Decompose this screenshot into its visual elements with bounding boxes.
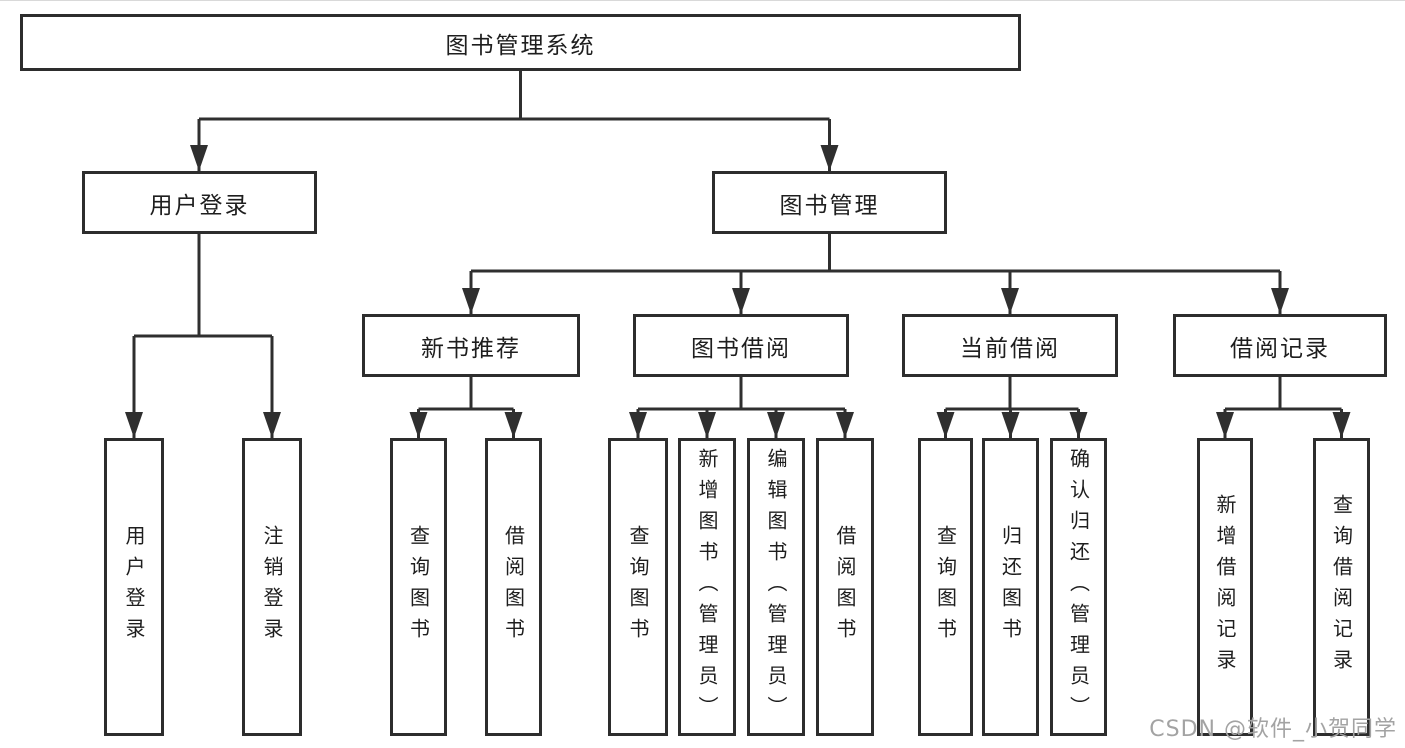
node-current-borrowing: 当前借阅	[902, 314, 1118, 377]
edges-current-borrow-children	[936, 377, 1088, 438]
leaf-logout: 注销登录	[242, 438, 302, 736]
node-current-borrowing-label: 当前借阅	[960, 335, 1060, 362]
leaf-add-book-admin-label: 新增图书（管理员）	[695, 447, 719, 727]
leaf-borrow-books-2: 借阅图书	[816, 438, 874, 736]
node-root: 图书管理系统	[20, 14, 1021, 71]
leaf-query-books-1: 查询图书	[390, 438, 447, 736]
leaf-return-books-label: 归还图书	[998, 525, 1023, 649]
leaf-query-books-1-label: 查询图书	[406, 525, 431, 649]
leaf-edit-book-admin: 编辑图书（管理员）	[747, 438, 805, 736]
edges-borrow-records-children	[1216, 377, 1351, 438]
node-root-label: 图书管理系统	[445, 32, 596, 59]
node-new-book-recommend-label: 新书推荐	[421, 335, 521, 362]
edges-user-login-children	[125, 234, 281, 438]
leaf-user-login-label: 用户登录	[122, 525, 146, 649]
leaf-confirm-return-admin-label: 确认归还（管理员）	[1066, 447, 1091, 727]
leaf-query-borrow-record-label: 查询借阅记录	[1329, 494, 1354, 680]
edges-book-borrow-children	[629, 377, 854, 438]
leaf-query-books-3-label: 查询图书	[933, 525, 958, 649]
edges-new-book-children	[409, 377, 523, 438]
leaf-query-books-2: 查询图书	[608, 438, 668, 736]
leaf-edit-book-admin-label: 编辑图书（管理员）	[764, 447, 788, 727]
edges-root-to-level2	[190, 71, 839, 171]
node-book-borrowing-label: 图书借阅	[691, 335, 791, 362]
node-book-borrowing: 图书借阅	[633, 314, 849, 377]
leaf-borrow-books-2-label: 借阅图书	[833, 525, 857, 649]
leaf-borrow-books-1: 借阅图书	[485, 438, 542, 736]
leaf-user-login: 用户登录	[104, 438, 164, 736]
leaf-add-book-admin: 新增图书（管理员）	[678, 438, 736, 736]
leaf-borrow-books-1-label: 借阅图书	[501, 525, 526, 649]
watermark: CSDN @软件_小贺同学	[1149, 717, 1397, 742]
node-borrowing-records-label: 借阅记录	[1230, 335, 1330, 362]
leaf-logout-label: 注销登录	[260, 525, 284, 649]
leaf-return-books: 归还图书	[982, 438, 1039, 736]
node-borrowing-records: 借阅记录	[1173, 314, 1387, 377]
leaf-query-books-3: 查询图书	[918, 438, 973, 736]
edges-book-management-children	[462, 234, 1289, 314]
leaf-confirm-return-admin: 确认归还（管理员）	[1050, 438, 1107, 736]
node-user-login-label: 用户登录	[149, 192, 250, 219]
leaf-query-borrow-record: 查询借阅记录	[1313, 438, 1370, 736]
node-user-login: 用户登录	[82, 171, 317, 234]
node-book-management: 图书管理	[712, 171, 947, 234]
leaf-add-borrow-record-label: 新增借阅记录	[1213, 494, 1237, 680]
node-new-book-recommend: 新书推荐	[362, 314, 580, 377]
node-book-management-label: 图书管理	[779, 192, 880, 219]
leaf-add-borrow-record: 新增借阅记录	[1197, 438, 1253, 736]
leaf-query-books-2-label: 查询图书	[626, 525, 650, 649]
